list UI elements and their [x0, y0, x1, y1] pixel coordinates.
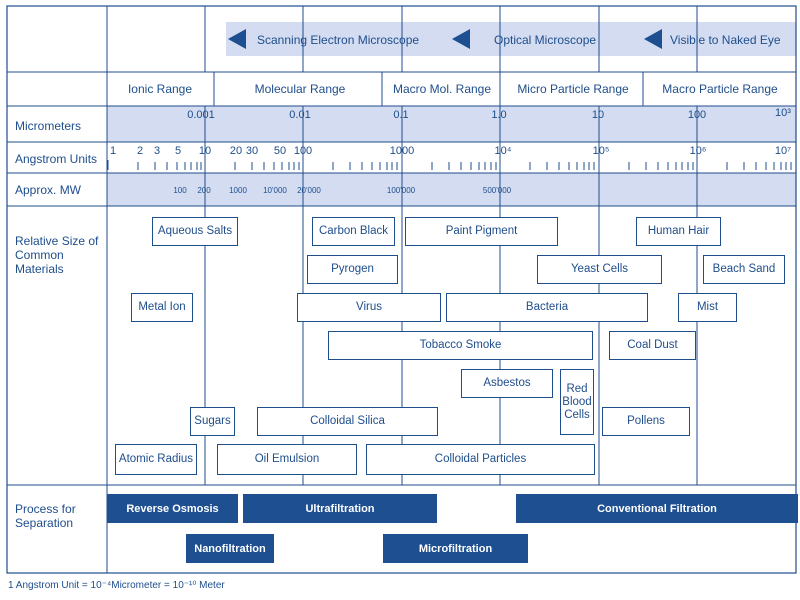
material-sugars: Sugars [190, 407, 235, 436]
sem-label: Scanning Electron Microscope [257, 33, 420, 47]
row-label-angstrom: Angstrom Units [15, 152, 98, 166]
mw-tick: 200 [197, 186, 211, 195]
row-label-mw: Approx. MW [15, 183, 82, 197]
process-microfiltration: Microfiltration [383, 534, 528, 563]
um-tick: 10³ [775, 107, 791, 119]
process-conventional-filtration: Conventional Filtration [516, 494, 798, 523]
a-tick: 100 [293, 145, 313, 157]
material-beach-sand: Beach Sand [703, 255, 785, 284]
material-aqueous-salts: Aqueous Salts [152, 217, 238, 246]
row-label-micrometers: Micrometers [15, 119, 82, 133]
a-tick: 10⁴ [494, 145, 512, 157]
um-tick: 100 [687, 109, 707, 121]
process-nanofiltration: Nanofiltration [186, 534, 274, 563]
footnote: 1 Angstrom Unit = 10⁻⁴Micrometer = 10⁻¹⁰… [8, 580, 225, 591]
arrow-left-icon [228, 29, 246, 49]
mw-tick: 500'000 [482, 186, 512, 195]
a-tick: 20 [229, 145, 243, 157]
a-tick: 5 [174, 145, 182, 157]
microscope-band [226, 22, 796, 56]
material-paint-pigment: Paint Pigment [405, 217, 558, 246]
a-tick: 10⁵ [592, 145, 610, 157]
a-tick: 30 [245, 145, 259, 157]
material-carbon-black: Carbon Black [312, 217, 395, 246]
micrometer-band [107, 106, 796, 142]
a-tick: 1 [109, 145, 117, 157]
range-molecular: Molecular Range [254, 82, 346, 96]
a-tick: 1000 [389, 145, 415, 157]
material-yeast-cells: Yeast Cells [537, 255, 662, 284]
angstrom-tick-marks [107, 160, 792, 170]
um-tick: 10 [591, 109, 605, 121]
material-colloidal-silica: Colloidal Silica [257, 407, 438, 436]
range-micro-particle: Micro Particle Range [517, 82, 629, 96]
material-asbestos: Asbestos [461, 369, 553, 398]
material-colloidal-particles: Colloidal Particles [366, 444, 595, 475]
um-tick: 0.001 [187, 109, 215, 121]
mw-band [107, 173, 796, 206]
a-tick: 10⁶ [689, 145, 707, 157]
range-ionic: Ionic Range [127, 82, 193, 96]
material-pyrogen: Pyrogen [307, 255, 398, 284]
um-tick: 1.0 [491, 109, 507, 121]
material-mist: Mist [678, 293, 737, 322]
optical-label: Optical Microscope [494, 33, 597, 47]
mw-tick: 20'000 [297, 186, 321, 195]
mw-tick: 100'000 [386, 186, 416, 195]
row-label-relative: Relative Size of Common Materials [15, 234, 99, 276]
naked-eye-label: Visible to Naked Eye [670, 33, 781, 47]
um-tick: 0.1 [393, 109, 409, 121]
mw-tick: 100 [173, 186, 187, 195]
process-ultrafiltration: Ultrafiltration [243, 494, 437, 523]
mw-tick: 10'000 [263, 186, 287, 195]
mw-tick: 1000 [229, 186, 247, 195]
arrow-left-icon [452, 29, 470, 49]
material-oil-emulsion: Oil Emulsion [217, 444, 357, 475]
material-virus: Virus [297, 293, 441, 322]
process-reverse-osmosis: Reverse Osmosis [107, 494, 238, 523]
a-tick: 50 [273, 145, 287, 157]
range-macro-particle: Macro Particle Range [662, 82, 778, 96]
material-coal-dust: Coal Dust [609, 331, 696, 360]
a-tick: 10⁷ [774, 145, 792, 157]
material-red-blood-cells: Red Blood Cells [560, 369, 594, 435]
material-metal-ion: Metal Ion [131, 293, 193, 322]
a-tick: 2 [136, 145, 144, 157]
material-human-hair: Human Hair [636, 217, 721, 246]
range-macro-mol: Macro Mol. Range [392, 82, 492, 96]
arrow-left-icon [644, 29, 662, 49]
material-tobacco-smoke: Tobacco Smoke [328, 331, 593, 360]
a-tick: 3 [153, 145, 161, 157]
material-bacteria: Bacteria [446, 293, 648, 322]
row-label-process: Process for Separation [15, 502, 76, 530]
um-tick: 0.01 [289, 109, 311, 121]
a-tick: 10 [198, 145, 212, 157]
material-atomic-radius: Atomic Radius [115, 444, 197, 475]
material-pollens: Pollens [602, 407, 690, 436]
